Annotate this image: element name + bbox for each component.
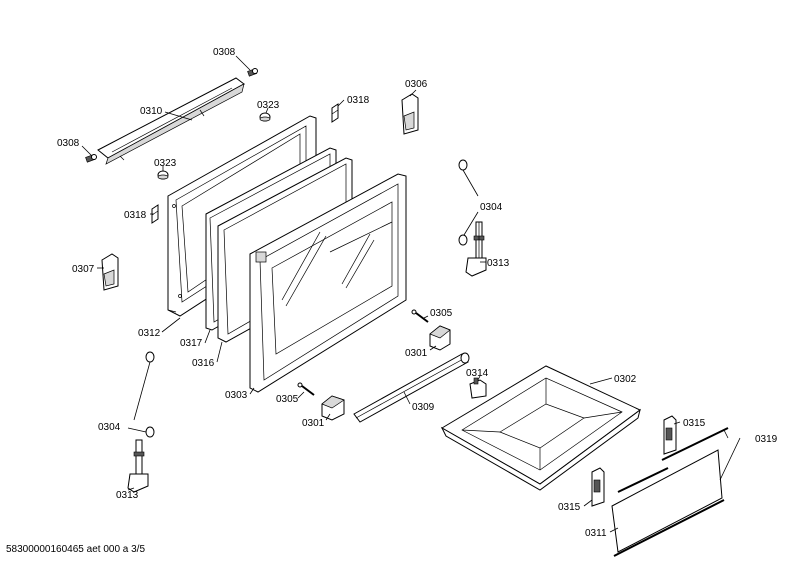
bracket-0307 xyxy=(101,253,119,291)
cap-0323-lower xyxy=(157,170,169,180)
label-0303: 0303 xyxy=(225,390,248,401)
cap-0323-upper xyxy=(259,112,271,122)
label-0317: 0317 xyxy=(180,338,203,349)
leader-lines xyxy=(81,55,741,533)
label-0309: 0309 xyxy=(412,402,435,413)
label-0319: 0319 xyxy=(755,434,778,445)
runner-0315-upper xyxy=(663,415,677,455)
label-0312: 0312 xyxy=(138,328,161,339)
screw-0308-left xyxy=(85,154,97,163)
label-0308-left: 0308 xyxy=(57,138,80,149)
handle-bar-0309 xyxy=(353,352,470,423)
label-0323-lower: 0323 xyxy=(154,158,177,169)
screw-0305-lower xyxy=(297,382,315,396)
label-0306: 0306 xyxy=(405,79,428,90)
handle-cap-0301-upper xyxy=(429,325,451,351)
label-0316: 0316 xyxy=(192,358,215,369)
label-0305-lower: 0305 xyxy=(276,394,299,405)
label-0304-right: 0304 xyxy=(480,202,503,213)
label-0315-upper: 0315 xyxy=(683,418,706,429)
drawer-front-0311 xyxy=(611,449,725,557)
bracket-0314 xyxy=(469,377,487,399)
label-0308-top: 0308 xyxy=(213,47,236,58)
clip-0318-lower xyxy=(151,204,159,224)
label-0313-left: 0313 xyxy=(116,490,139,501)
hinge-bracket-0306 xyxy=(401,93,419,135)
label-0305-upper: 0305 xyxy=(430,308,453,319)
label-0318-lower: 0318 xyxy=(124,210,147,221)
label-0301-upper: 0301 xyxy=(405,348,428,359)
screw-0308-top xyxy=(247,68,258,77)
diagram-reference-footer: 58300000160465 aet 000 a 3/5 xyxy=(6,544,145,555)
drawer-tray-0302 xyxy=(440,365,641,491)
label-0311: 0311 xyxy=(585,528,607,539)
screw-0305-upper xyxy=(411,309,429,323)
hinge-0313-left xyxy=(127,351,155,493)
label-0302: 0302 xyxy=(614,374,637,385)
hinge-0313-right xyxy=(458,159,487,277)
handle-cap-0301-lower xyxy=(321,395,345,421)
label-0304-left: 0304 xyxy=(98,422,121,433)
runner-0315-lower xyxy=(591,467,605,507)
outer-door-0303 xyxy=(249,173,407,393)
label-0323-upper: 0323 xyxy=(257,100,280,111)
label-0315-lower: 0315 xyxy=(558,502,581,513)
label-0318-upper: 0318 xyxy=(347,95,370,106)
label-0314: 0314 xyxy=(466,368,489,379)
label-0310: 0310 xyxy=(140,106,163,117)
label-0301-lower: 0301 xyxy=(302,418,325,429)
label-0307: 0307 xyxy=(72,264,95,275)
clip-0318-upper xyxy=(331,103,339,123)
door-top-trim-0310 xyxy=(97,77,245,165)
rail-0319 xyxy=(617,427,729,493)
label-0313-right: 0313 xyxy=(487,258,510,269)
